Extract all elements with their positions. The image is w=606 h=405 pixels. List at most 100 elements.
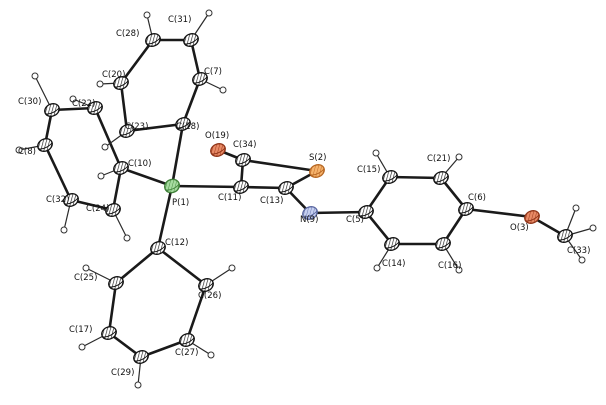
atom-label-c5: C(5) [346,215,364,225]
atom-c23 [119,124,135,138]
hydrogen-atom [97,172,105,180]
atom-c24 [105,203,121,217]
atom-label-c7: C(7) [204,67,222,77]
atom-label-o19: O(19) [205,131,229,141]
bond-c15-c21 [388,175,443,180]
atom-label-c11: C(11) [218,193,241,203]
atom-label-c18: C(18) [176,122,199,132]
atom-label-c15: C(15) [357,165,380,175]
hydrogen-atom [101,143,109,151]
atom-c31 [183,33,199,47]
atom-label-c24: C(24) [86,204,109,214]
hydrogen-atom [143,11,151,19]
atom-c8 [37,138,53,152]
atom-c28 [145,33,161,47]
hydrogen-atom [373,264,381,272]
atom-label-c14: C(14) [382,259,405,269]
atoms-layer [37,33,573,364]
atom-label-c31: C(31) [168,15,191,25]
atom-label-c34: C(34) [233,140,256,150]
atom-c16 [435,237,451,251]
atom-label-c26: C(26) [198,291,221,301]
atom-c15 [382,170,398,184]
bond-c6-o3 [464,207,534,219]
atom-c26 [198,278,214,292]
atom-label-c23: C(23) [125,122,148,132]
bond-c10-p1 [119,166,174,188]
atom-c27 [179,333,195,347]
atom-label-c22: C(22) [72,99,95,109]
bond-c12-c25 [114,246,160,285]
hydrogen-atom [572,204,580,212]
hydrogen-atom [207,351,215,359]
atom-c30 [44,103,60,117]
hydrogen-atom [96,80,104,88]
bond-c14-c5 [364,210,394,246]
atom-c25 [108,276,124,290]
atom-label-c29: C(29) [111,368,134,378]
atom-label-c21: C(21) [427,154,450,164]
hydrogen-atom [15,146,23,154]
bond-n9-c5 [308,210,368,215]
atom-label-c12: C(12) [165,238,188,248]
hydrogen-atom [78,343,86,351]
bond-c10-c22 [93,106,123,170]
atom-label-c8: C(8) [18,147,36,157]
atom-c12 [150,241,166,255]
atom-label-c10: C(10) [128,159,151,169]
hydrogen-atom [69,95,77,103]
atom-c5 [358,205,374,219]
atom-label-c28: C(28) [116,29,139,39]
bond-c34-s2 [241,158,319,173]
atom-c11 [233,180,249,194]
atom-label-c33: C(33) [567,246,590,256]
atom-c7 [192,72,208,86]
atom-o19 [210,143,226,157]
bond-c26-c12 [156,246,208,287]
atom-c33 [557,229,573,243]
hydrogen-atom [123,234,131,242]
hydrogen-atom [82,264,90,272]
atom-label-n9: N(9) [300,215,318,225]
hydrogen-atom [60,226,68,234]
atom-c21 [433,171,449,185]
atom-c13 [278,181,294,195]
bond-c8-c32 [43,143,73,202]
bond-c23-c18 [125,122,185,133]
hydrogen-atom [578,256,586,264]
bond-p1-c11 [170,184,243,189]
atom-c20 [113,76,129,90]
atom-label-c30: C(30) [18,97,41,107]
bond-c29-c27 [139,338,189,359]
hydrogen-atom [134,381,142,389]
atom-n9 [302,206,318,220]
hydrogen-bonds-layer [15,9,597,389]
atom-c14 [384,237,400,251]
atom-c6 [458,202,474,216]
atom-c18 [175,117,191,131]
hydrogen-atom [455,153,463,161]
atom-label-c25: C(25) [74,273,97,283]
atom-label-s2: S(2) [309,153,326,163]
atom-label-p1: P(1) [172,198,189,208]
hydrogen-atom [228,264,236,272]
hydrogen-atom [589,224,597,232]
hydrogen-atom [219,86,227,94]
labels-layer: C(28) C(31) C(7) C(20) C(18) C(23) C(22) C(30) C… [18,15,590,378]
hydrogen-atom [31,72,39,80]
atom-c29 [133,350,149,364]
atom-c10 [113,161,129,175]
bond-c27-c26 [185,283,208,342]
atom-o3 [524,210,540,224]
atom-label-c13: C(13) [260,196,283,206]
atom-p1 [164,178,180,194]
atom-label-c20: C(20) [102,70,125,80]
hydrogen-atom [205,9,213,17]
atom-c17 [101,326,117,340]
bond-c18-p1 [170,122,185,188]
atom-c32 [63,193,79,207]
atom-c34 [235,153,251,167]
bond-c25-c17 [107,281,118,335]
